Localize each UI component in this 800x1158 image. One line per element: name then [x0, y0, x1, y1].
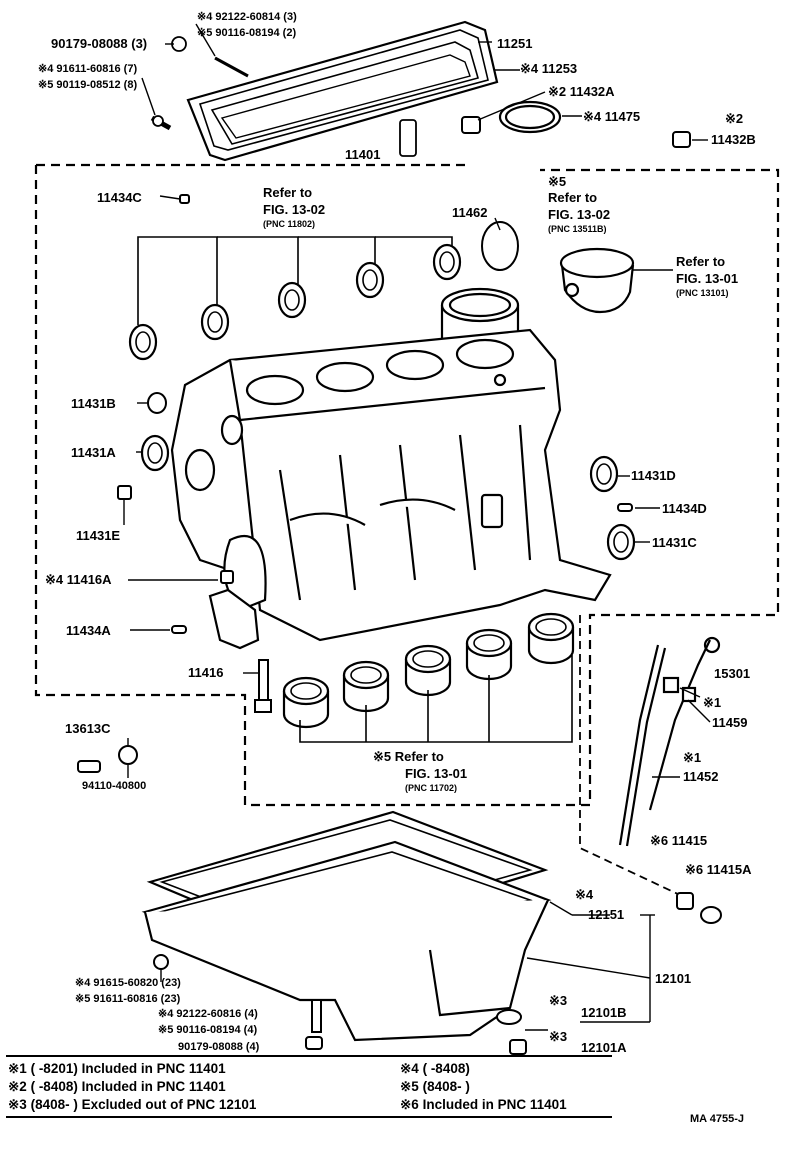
label-12151: 12151 [588, 907, 625, 922]
footnote-4: ※4 ( -8408) [400, 1061, 470, 1076]
diagram-code: MA 4755-J [690, 1113, 745, 1125]
label-pnc-13101: (PNC 13101) [676, 288, 729, 298]
label-11452-mark: ※1 [683, 750, 702, 765]
label-11431C: 11431C [652, 535, 697, 550]
footnote-rule-bottom [6, 1116, 612, 1118]
rear-bearing-cap [208, 588, 260, 650]
footnote-1: ※1 ( -8201) Included in PNC 11401 [8, 1061, 226, 1076]
label-11253: ※4 11253 [520, 61, 578, 76]
label-12151-mark: ※4 [575, 887, 594, 902]
main-bearing-bracket [299, 655, 573, 743]
stud-11416 [254, 659, 272, 713]
label-11415: ※6 11415 [650, 833, 708, 848]
oil-pan [141, 810, 552, 1042]
label-fig-13-01-b: FIG. 13-01 [405, 766, 468, 781]
label-11434C: 11434C [97, 190, 142, 205]
label-11434A: 11434A [66, 623, 111, 638]
cylinder-block [170, 328, 612, 642]
label-12101B: 12101B [581, 1005, 627, 1020]
label-11415A: ※6 11415A [685, 862, 752, 877]
label-12101A: 12101A [581, 1040, 627, 1055]
label-91611-60816-7: ※4 91611-60816 (7) [38, 63, 138, 75]
label-90179-08088: 90179-08088 (3) [51, 36, 148, 51]
label-11459: 11459 [712, 715, 748, 730]
drain-plug-13613C [77, 745, 138, 773]
label-13613C: 13613C [65, 721, 111, 736]
footnote-2: ※2 ( -8408) Included in PNC 11401 [8, 1079, 226, 1094]
label-90179-08088-4: 90179-08088 (4) [178, 1041, 260, 1053]
label-94110-40800: 94110-40800 [82, 780, 147, 792]
label-11462: 11462 [452, 205, 488, 220]
label-11432A: ※2 11432A [548, 84, 615, 99]
label-fig-13-02-b: FIG. 13-02 [548, 207, 611, 222]
valley-cover-gasket [186, 20, 499, 162]
label-15301: 15301 [714, 666, 751, 681]
label-pnc-13511b: (PNC 13511B) [548, 224, 607, 234]
label-refer-to-c: Refer to [676, 254, 726, 269]
label-92122-60816: ※4 92122-60816 (4) [158, 1008, 258, 1020]
label-11416: 11416 [188, 665, 224, 680]
label-11401: 11401 [345, 147, 381, 162]
dipstick [579, 615, 721, 896]
label-91611-60816-23: ※5 91611-60816 (23) [75, 993, 181, 1005]
small-plugs [117, 194, 636, 634]
label-11432B: 11432B [711, 132, 756, 147]
footnote-rule [6, 1055, 612, 1057]
label-11432B-mark: ※2 [725, 111, 744, 126]
label-11475: ※4 11475 [583, 109, 641, 124]
label-11452: 11452 [683, 769, 719, 784]
label-11459-mark: ※1 [703, 695, 722, 710]
label-11416A: ※4 11416A [45, 572, 112, 587]
footnote-3: ※3 (8408- ) Excluded out of PNC 12101 [8, 1097, 257, 1112]
label-refer-to-a: Refer to [263, 185, 313, 200]
label-11431A: 11431A [71, 445, 116, 460]
label-fig-13-01-a: FIG. 13-01 [676, 271, 739, 286]
piston-11462 [481, 221, 519, 271]
label-refer-to-b: Refer to [548, 190, 598, 205]
oil-seal-ring [498, 100, 562, 134]
label-12101A-mark: ※3 [549, 1029, 568, 1044]
label-91615-60820: ※4 91615-60820 (23) [75, 977, 181, 989]
label-11431B: 11431B [71, 396, 116, 411]
label-90119-08512: ※5 90119-08512 (8) [38, 79, 138, 91]
label-pnc-11702: (PNC 11702) [405, 783, 458, 793]
label-92122-60814: ※4 92122-60814 (3) [197, 11, 297, 23]
label-11431E: 11431E [76, 528, 121, 543]
label-90116-08194-4: ※5 90116-08194 (4) [158, 1024, 258, 1036]
label-11251: 11251 [497, 36, 533, 51]
label-11434D: 11434D [662, 501, 707, 516]
plug-11432A [461, 116, 481, 134]
label-90116-08194: ※5 90116-08194 (2) [197, 27, 297, 39]
piston-assembly [559, 247, 635, 314]
label-mark5-refer-b: ※5 [548, 174, 567, 189]
label-refer-to-d: ※5 Refer to [373, 749, 444, 764]
label-12101B-mark: ※3 [549, 993, 568, 1008]
camshaft-refer-bracket [137, 236, 453, 325]
footnote-6: ※6 Included in PNC 11401 [400, 1097, 567, 1112]
label-11431D: 11431D [631, 468, 676, 483]
dashed-callout-box [34, 163, 780, 807]
plug-11432B [672, 131, 691, 148]
oil-pan-fasteners [153, 892, 722, 1055]
label-fig-13-02-a: FIG. 13-02 [263, 202, 326, 217]
valley-cover-bolts [150, 36, 417, 157]
leader-lines [123, 23, 711, 1031]
footnote-5: ※5 (8408- ) [400, 1079, 470, 1094]
label-pnc-11802: (PNC 11802) [263, 219, 316, 229]
label-12101: 12101 [655, 971, 692, 986]
